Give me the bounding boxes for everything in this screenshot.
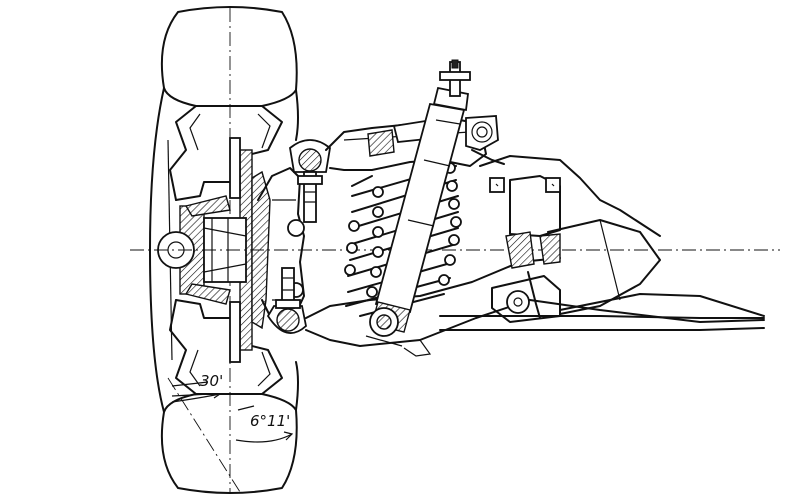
kingpin-angle-label: 6°11': [250, 412, 291, 430]
wheel-hub: [130, 195, 780, 305]
body-frame: [479, 155, 765, 317]
lower-ball-joint: [266, 267, 307, 334]
coil-spring: [344, 162, 462, 317]
angle-arcs: [167, 377, 294, 493]
shock-absorber: [365, 59, 471, 347]
upper-control-arm: [325, 118, 487, 171]
upper-ball-joint: [289, 139, 331, 223]
camber-angle-label: 30': [200, 372, 224, 390]
lower-arm-pivot: [491, 271, 561, 323]
bump-stop: [465, 115, 505, 165]
